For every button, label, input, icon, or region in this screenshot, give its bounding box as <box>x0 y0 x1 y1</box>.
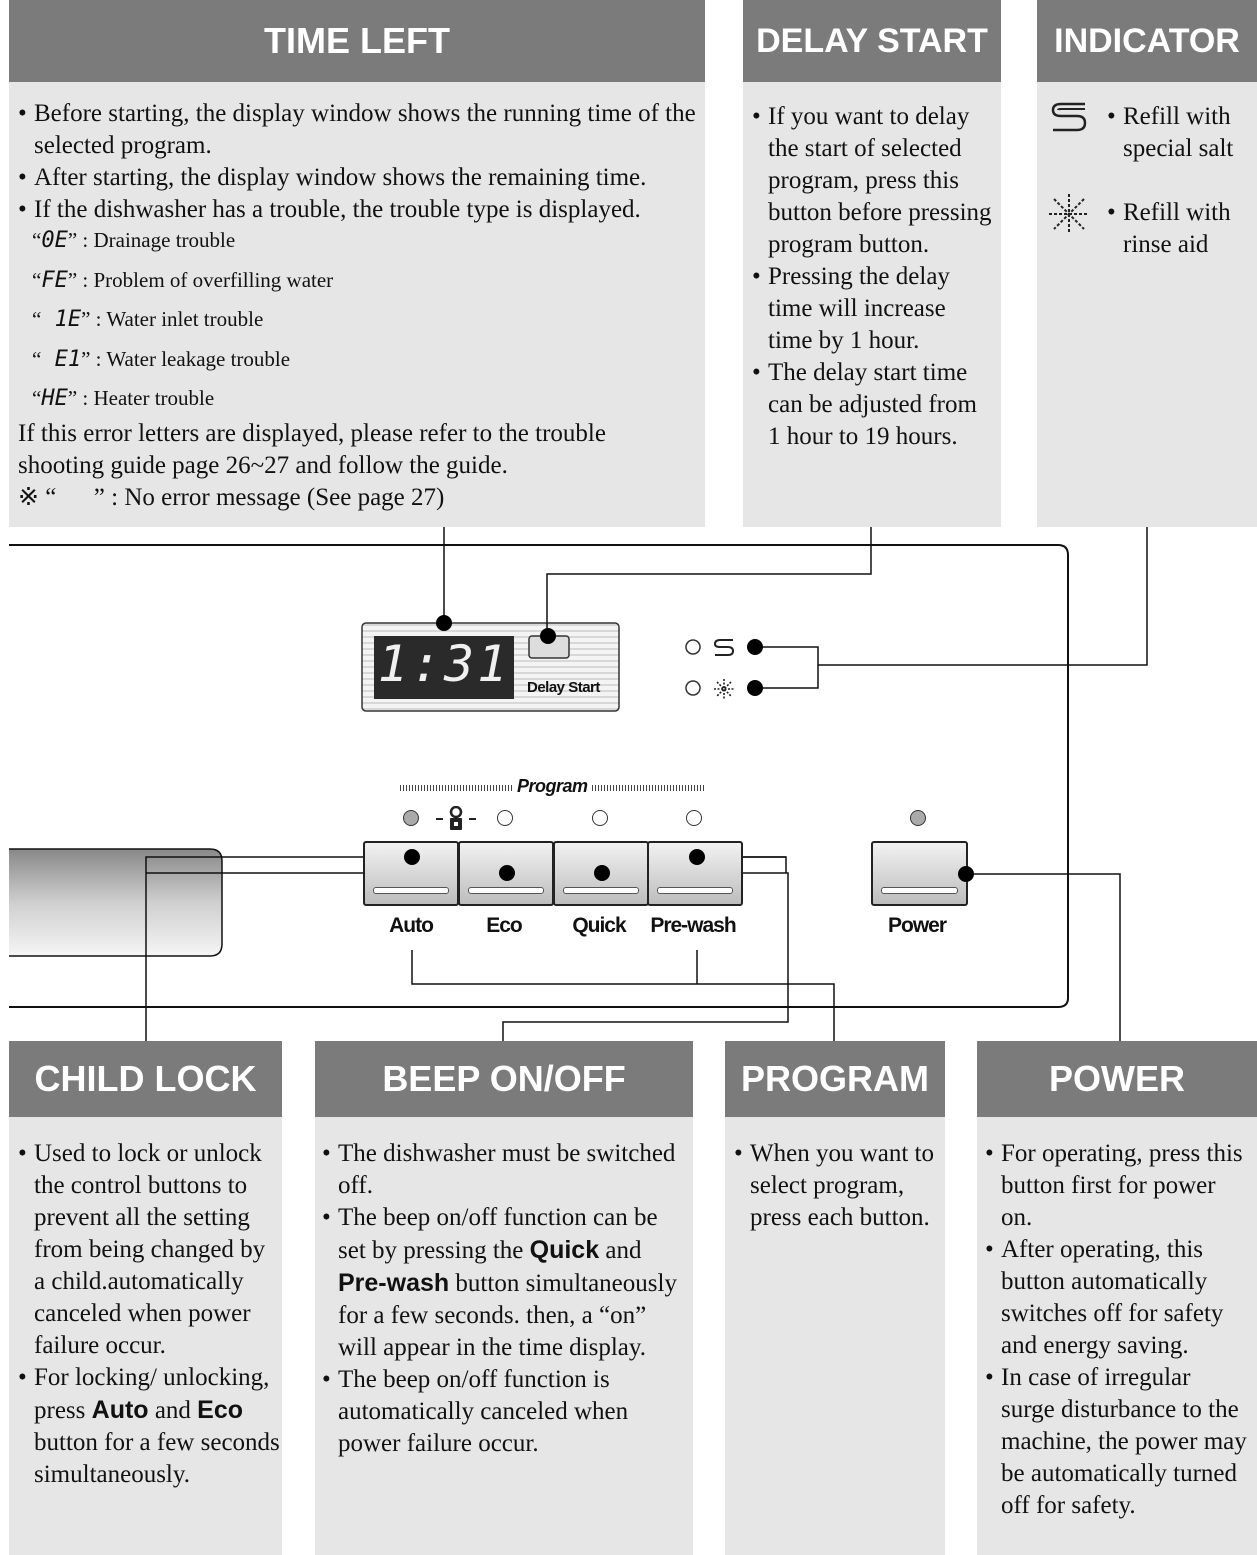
quick-callout-dot <box>594 865 610 881</box>
time-left-section: TIME LEFT Before starting, the display w… <box>9 0 705 527</box>
error-code-row: “ 1E” : Water inlet trouble <box>32 307 264 332</box>
child-lock-bullet: Used to lock or unlock the control butto… <box>18 1138 280 1362</box>
salt-indicator-icon <box>713 637 735 662</box>
delay-start-title: DELAY START <box>743 0 1001 82</box>
indicator-title: INDICATOR <box>1037 0 1257 82</box>
beep-bullet: The beep on/off function is automaticall… <box>322 1364 690 1460</box>
power-bullet: After operating, this button automatical… <box>985 1234 1247 1362</box>
error-code-list: “0E” : Drainage trouble “FE” : Problem o… <box>32 226 708 418</box>
error-code-row: “ E1” : Water leakage trouble <box>32 346 291 372</box>
auto-callout-dot <box>404 849 420 865</box>
error-footnote: ※ “ ” : No error message (See page 27) <box>18 484 445 511</box>
power-label: Power <box>887 914 947 937</box>
eco-label: Eco <box>486 914 523 937</box>
prewash-led <box>686 810 702 826</box>
delay-start-section: DELAY START If you want to delay the sta… <box>743 0 1001 527</box>
time-left-title: TIME LEFT <box>9 0 705 82</box>
delay-start-bullet: The delay start time can be adjusted fro… <box>752 357 992 453</box>
salt-indicator-callout-dot <box>747 639 763 655</box>
auto-label: Auto <box>389 914 434 937</box>
rinse-aid-indicator-icon <box>713 678 735 705</box>
beep-bullet: The dishwasher must be switched off. <box>322 1138 690 1202</box>
salt-icon <box>1049 100 1089 141</box>
child-lock-section: CHILD LOCK Used to lock or unlock the co… <box>9 1041 282 1555</box>
time-display-callout-dot <box>436 615 452 631</box>
delay-start-bullet: If you want to delay the start of select… <box>752 101 992 261</box>
beep-title: BEEP ON/OFF <box>315 1041 693 1117</box>
power-button[interactable] <box>871 841 968 906</box>
quick-led <box>592 810 608 826</box>
indicator-salt-text: Refill with special salt <box>1107 101 1257 165</box>
power-section: POWER For operating, press this button f… <box>977 1041 1257 1555</box>
time-left-bullet: After starting, the display window shows… <box>18 162 708 194</box>
child-lock-icon <box>435 805 485 837</box>
quick-label: Quick <box>572 914 626 937</box>
indicator-rinse-text: Refill with rinse aid <box>1107 197 1257 261</box>
beep-section: BEEP ON/OFF The dishwasher must be switc… <box>315 1041 693 1555</box>
power-callout-dot <box>958 866 974 882</box>
rinse-aid-icon <box>1047 192 1091 241</box>
beep-bullet: The beep on/off function can be set by p… <box>322 1202 690 1364</box>
prewash-callout-dot <box>689 849 705 865</box>
indicator-section: INDICATOR Refill with special salt Refil… <box>1037 0 1257 527</box>
error-code-row: “HE” : Heater trouble <box>32 386 215 411</box>
power-bullet: For operating, press this button first f… <box>985 1138 1247 1234</box>
time-display: 1:31 <box>377 635 511 693</box>
power-bullet: In case of irregular surge disturbance t… <box>985 1362 1247 1522</box>
error-note: If this error letters are displayed, ple… <box>18 420 606 479</box>
delay-start-callout-dot <box>540 628 556 644</box>
error-code-row: “0E” : Drainage trouble <box>32 228 236 253</box>
prewash-label: Pre-wash <box>650 914 736 937</box>
program-bullet: When you want to select program, press e… <box>734 1138 934 1234</box>
child-lock-bullet: For locking/ unlocking, press Auto and E… <box>18 1362 280 1491</box>
child-lock-title: CHILD LOCK <box>9 1041 282 1117</box>
program-label: Program <box>517 776 588 796</box>
error-code-row: “FE” : Problem of overfilling water <box>32 267 334 293</box>
eco-led <box>497 810 513 826</box>
time-left-bullets: Before starting, the display window show… <box>18 98 708 226</box>
rinse-indicator-callout-dot <box>747 680 763 696</box>
delay-start-label: Delay Start <box>527 679 600 696</box>
power-led <box>910 810 926 826</box>
eco-callout-dot <box>499 865 515 881</box>
power-title: POWER <box>977 1041 1257 1117</box>
time-left-bullet: If the dishwasher has a trouble, the tro… <box>18 194 708 226</box>
auto-led <box>403 810 419 826</box>
time-left-bullet: Before starting, the display window show… <box>18 98 708 162</box>
program-title: PROGRAM <box>725 1041 945 1117</box>
program-section: PROGRAM When you want to select program,… <box>725 1041 945 1555</box>
delay-start-bullet: Pressing the delay time will increase ti… <box>752 261 992 357</box>
